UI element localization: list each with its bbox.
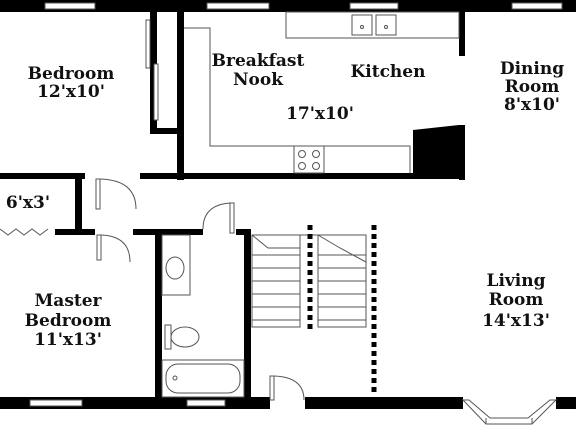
burner-1 [298,150,306,158]
sliding-door-b [153,63,159,121]
wall-bedroom-kitchen [177,10,184,180]
hall-door-leaf [95,178,101,210]
wall-bottom-mid [305,397,463,409]
wall-master-top [133,229,203,235]
wall-bottom-right [556,397,576,409]
kitchen-name: Kitchen [351,62,426,82]
toilet-bowl [170,326,200,348]
dining-room-size: 8'x10' [504,95,560,115]
wall-kitchen-dining-upper [459,10,465,56]
burner-3 [298,162,306,170]
front-door-leaf [269,375,275,401]
burner-2 [312,150,320,158]
room-labels: Bedroom 12'x10' Breakfast Nook Kitchen 1… [6,51,564,350]
living-room-name-line2: Room [489,290,544,310]
counter-right-bottom [324,145,411,173]
stair-winder [317,234,367,263]
wall-mid-right [140,173,465,179]
kitchen-size: 17'x10' [286,104,354,124]
master-bedroom-name-line2: Bedroom [25,311,112,331]
window-nook [206,2,270,10]
wall-closet-right [75,179,82,234]
counter-left [184,27,294,147]
burner-4 [312,162,320,170]
wall-top [0,0,576,12]
master-bedroom-name-line1: Master [34,291,102,311]
bath-door-leaf [229,202,235,234]
bay-window [461,399,558,425]
wall-bedroom-closet-foot [150,128,180,134]
windows [29,2,563,407]
window-bath [186,399,226,407]
tub-drain [172,375,178,381]
wall-bath-top-right [236,229,251,235]
drain-left [360,25,364,29]
railings [307,225,377,392]
master-door-swing [100,234,131,263]
dining-room-name-line2: Room [505,77,560,97]
wall-master-bath [155,229,162,404]
breakfast-nook-name-line2: Nook [233,70,284,90]
bedroom-size: 12'x10' [37,82,105,102]
sliding-door-a [145,19,151,69]
window-master [29,399,83,407]
refrigerator [413,125,465,179]
bath-fixtures [161,234,245,398]
bedroom-closet-doors [145,19,159,121]
master-door-leaf [96,234,102,261]
window-bedroom [44,2,96,10]
window-dining [511,2,563,10]
bath-door-swing [202,202,231,230]
wall-mid-left [0,173,85,179]
living-room-name-line1: Living [487,271,546,291]
stairs [251,234,367,328]
stair-turn [251,234,300,249]
living-room-size: 14'x13' [482,311,550,331]
hall-door-swing [99,178,137,210]
closet-size: 6'x3' [6,193,50,213]
doors [0,178,305,401]
front-door-swing [273,375,305,401]
kitchen-fixtures [184,11,465,179]
bay-window-frame [461,399,558,425]
master-bedroom-size: 11'x13' [34,330,102,350]
breakfast-nook-name-line1: Breakfast [212,51,305,71]
toilet-tank [164,324,172,350]
window-kitchen [349,2,399,10]
dining-room-name-line1: Dining [500,59,564,79]
bath-sink [165,256,185,280]
bathtub-basin [165,363,241,394]
bedroom-name: Bedroom [28,64,115,84]
wall-bath-hall [244,229,251,404]
drain-right [384,25,388,29]
closet-bifold-door [0,228,49,236]
wall-closet-bottom-left [55,229,95,235]
stove [293,145,325,174]
